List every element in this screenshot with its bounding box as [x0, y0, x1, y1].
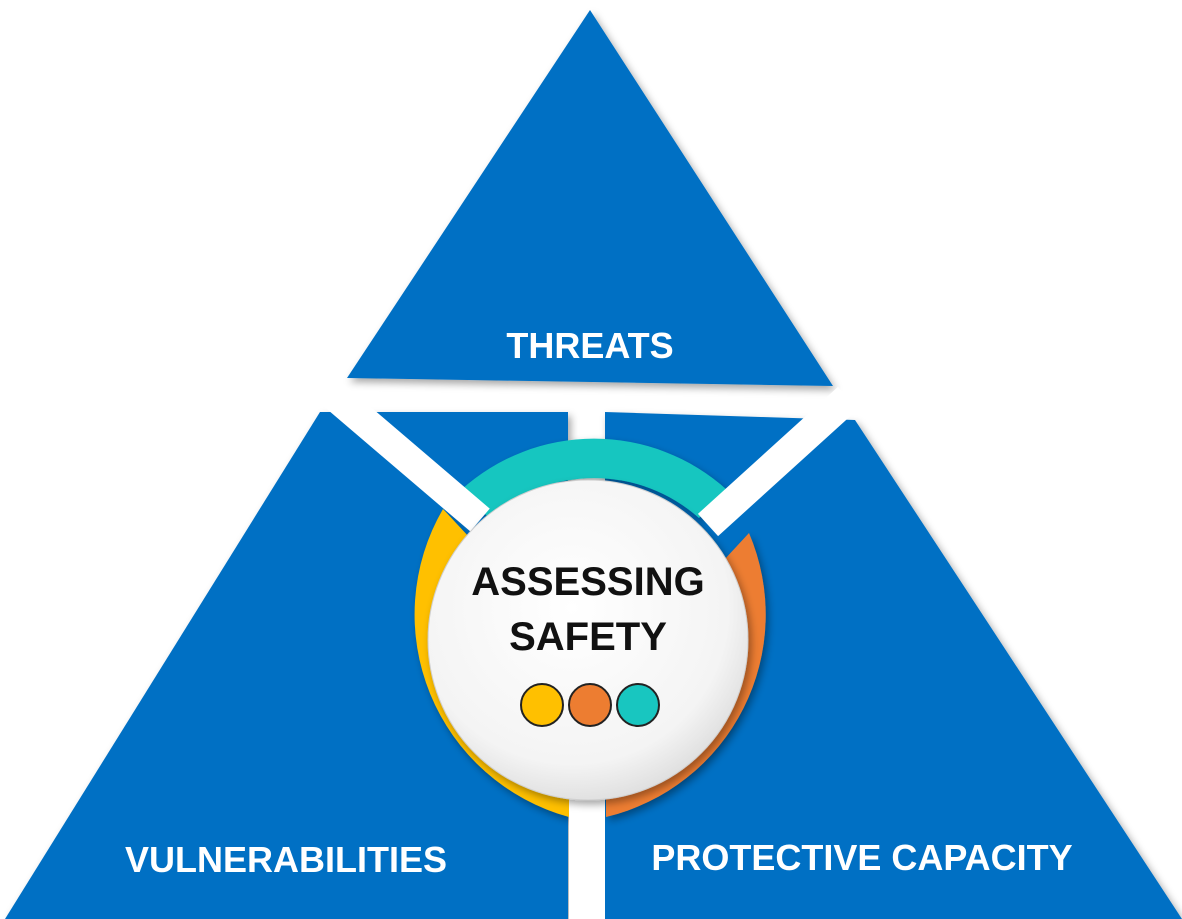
dot-orange-icon [568, 683, 612, 727]
center-circle [427, 479, 749, 801]
ring-teal-arc [461, 438, 727, 518]
dot-yellow-icon [520, 683, 564, 727]
protective-capacity-label: PROTECTIVE CAPACITY [651, 837, 1072, 878]
center-title-line2: SAFETY [509, 615, 667, 659]
dot-teal-icon [616, 683, 660, 727]
center-title-line1: ASSESSING [471, 560, 704, 604]
divider-right [697, 386, 859, 537]
divider-left [320, 380, 490, 532]
vulnerabilities-label: VULNERABILITIES [125, 839, 447, 880]
threats-label: THREATS [506, 325, 673, 366]
threats-segment [347, 10, 833, 386]
vulnerabilities-segment [5, 412, 568, 919]
